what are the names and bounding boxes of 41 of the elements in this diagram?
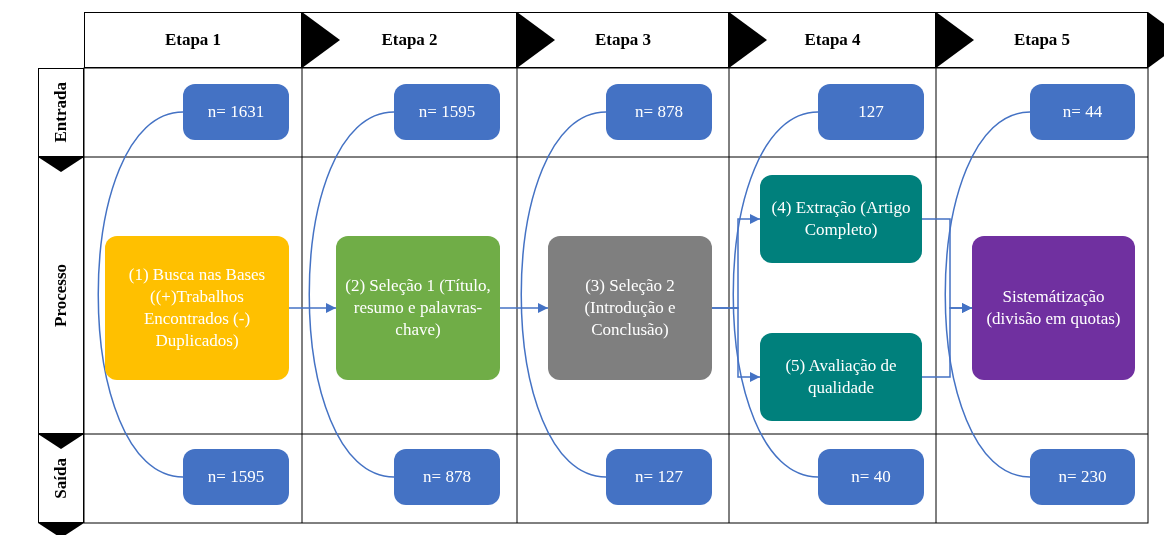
row-header: Processo xyxy=(38,157,84,434)
chevron-arrow xyxy=(38,157,84,172)
process-box: (3) Seleção 2 (Introdução e Conclusão) xyxy=(548,236,712,380)
process-box: n= 878 xyxy=(394,449,500,505)
process-box: (1) Busca nas Bases ((+)Trabalhos Encontrados (-) Duplicados) xyxy=(105,236,289,380)
process-box: n= 40 xyxy=(818,449,924,505)
connector-line xyxy=(308,111,395,478)
process-box: Sistemátização (divisão em quotas) xyxy=(972,236,1135,380)
chevron-arrow xyxy=(936,12,974,68)
arrow xyxy=(921,302,973,378)
connector-line xyxy=(97,111,184,478)
row-header: Entrada xyxy=(38,68,84,157)
chevron-arrow xyxy=(302,12,340,68)
connector-line xyxy=(944,111,1031,478)
process-box: n= 1595 xyxy=(183,449,289,505)
column-header: Etapa 1 xyxy=(84,12,302,68)
row-header: Saída xyxy=(38,434,84,523)
process-box: (5) Avaliação de qualidade xyxy=(760,333,922,421)
chevron-arrow xyxy=(729,12,767,68)
process-box: n= 1631 xyxy=(183,84,289,140)
process-box: 127 xyxy=(818,84,924,140)
column-header: Etapa 4 xyxy=(729,12,936,68)
process-box: (4) Extração (Artigo Completo) xyxy=(760,175,922,263)
chevron-arrow xyxy=(1148,12,1164,68)
chevron-arrow xyxy=(38,434,84,449)
process-box: n= 127 xyxy=(606,449,712,505)
connector-line xyxy=(520,111,607,478)
process-box: n= 878 xyxy=(606,84,712,140)
connector-line xyxy=(732,111,819,478)
arrow xyxy=(288,302,337,314)
column-header: Etapa 2 xyxy=(302,12,517,68)
process-box: n= 1595 xyxy=(394,84,500,140)
process-box: n= 44 xyxy=(1030,84,1135,140)
arrow xyxy=(711,307,761,383)
column-header: Etapa 5 xyxy=(936,12,1148,68)
column-header: Etapa 3 xyxy=(517,12,729,68)
chevron-arrow xyxy=(517,12,555,68)
chevron-arrow xyxy=(38,523,84,535)
process-box: (2) Seleção 1 (Título, resumo e palavras-chave) xyxy=(336,236,500,380)
arrow xyxy=(499,302,549,314)
process-box: n= 230 xyxy=(1030,449,1135,505)
